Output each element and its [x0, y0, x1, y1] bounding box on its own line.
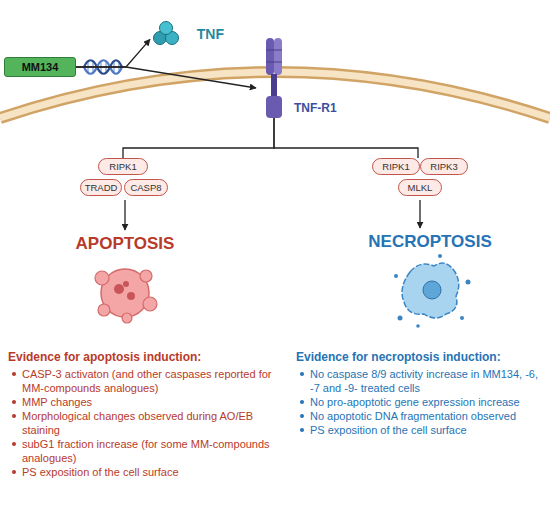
- protein-pill: RIPK1: [372, 158, 420, 175]
- bullet-text: Morphological changes observed during AO…: [22, 410, 253, 436]
- evidence-heading: Evidence for apoptosis induction:: [8, 350, 290, 364]
- bullet-item: PS exposition of the cell surface: [296, 423, 546, 437]
- node-text: RIPK3: [430, 161, 457, 172]
- cell-bleb: [143, 297, 157, 311]
- cell-bleb: [95, 271, 109, 285]
- tnf-icon: [154, 22, 179, 45]
- bullet-dot: [12, 442, 16, 446]
- nuclear-fragment: [123, 281, 129, 287]
- cell-bleb: [122, 313, 132, 323]
- protein-pill: TRADD: [80, 179, 122, 196]
- protein-pill: RIPK3: [420, 158, 468, 175]
- dna-strand: [84, 60, 122, 74]
- node-text: RIPK1: [109, 161, 136, 172]
- bullet-text: CASP-3 activaton (and other caspases rep…: [22, 368, 271, 394]
- dna-helix: [84, 60, 122, 74]
- connector-arrow: [76, 67, 256, 88]
- node-text: TNF-R1: [294, 101, 337, 115]
- cell-debris: [416, 324, 420, 328]
- nuclear-fragment: [127, 292, 135, 300]
- receptor-icon: [266, 38, 282, 118]
- flow-arrow: [124, 200, 125, 230]
- cell-debris: [466, 280, 471, 285]
- cell-bleb: [98, 304, 110, 316]
- cell-debris: [460, 316, 464, 320]
- bullet-text: No apoptotic DNA fragmentation observed: [310, 410, 516, 422]
- node-text: MM134: [22, 61, 59, 73]
- cell-membrane-inner: [0, 72, 550, 118]
- bullet-item: MMP changes: [8, 395, 290, 409]
- node-text: CASP8: [130, 182, 161, 193]
- bullet-item: Morphological changes observed during AO…: [8, 409, 290, 437]
- cell-bleb: [140, 270, 152, 282]
- cell-nucleus: [423, 281, 441, 299]
- bullet-dot: [300, 400, 304, 404]
- bullet-dot: [12, 372, 16, 376]
- cell-debris: [398, 316, 403, 321]
- bullet-item: No pro-apoptotic gene expression increas…: [296, 395, 546, 409]
- bullet-item: No apoptotic DNA fragmentation observed: [296, 409, 546, 423]
- node-text: MLKL: [408, 182, 433, 193]
- bullet-text: No caspase 8/9 activity increase in MM13…: [310, 368, 538, 394]
- bullet-dot: [300, 414, 304, 418]
- outcome-title: APOPTOSIS: [45, 234, 205, 254]
- bullet-item: PS exposition of the cell surface: [8, 465, 290, 479]
- bullet-dot: [300, 372, 304, 376]
- bullet-text: PS exposition of the cell surface: [22, 466, 179, 478]
- protein-pill: MLKL: [398, 179, 442, 196]
- node-text: TRADD: [85, 182, 118, 193]
- node-text: TNF: [197, 26, 224, 42]
- bullet-item: CASP-3 activaton (and other caspases rep…: [8, 367, 290, 395]
- bullet-dot: [300, 428, 304, 432]
- apoptotic-cell: [95, 269, 157, 323]
- bullet-dot: [12, 414, 16, 418]
- dna-strand: [84, 60, 122, 74]
- evidence-heading: Evidence for necroptosis induction:: [296, 350, 546, 364]
- bullet-dot: [12, 400, 16, 404]
- receptor-intracellular: [266, 96, 282, 118]
- connector-arrow: [274, 118, 418, 158]
- cell-membrane: [0, 72, 550, 118]
- flow-arrow: [419, 200, 420, 228]
- receptor-domain: [274, 38, 282, 75]
- outcome-title: NECROPTOSIS: [345, 232, 515, 252]
- bullet-text: MMP changes: [22, 396, 92, 408]
- bullet-text: subG1 fraction increase (for some MM-com…: [22, 438, 270, 464]
- receptor-domain: [266, 38, 274, 75]
- node-text: RIPK1: [382, 161, 409, 172]
- tnf-subunit: [160, 22, 173, 35]
- compound-box: MM134: [4, 57, 76, 77]
- cell-debris: [438, 254, 442, 258]
- receptor-box: TNF-R1: [256, 32, 348, 118]
- ligand-label-box: TNF: [150, 16, 224, 52]
- receptor-band: [266, 50, 282, 51]
- bullet-item: No caspase 8/9 activity increase in MM13…: [296, 367, 546, 395]
- evidence-column: Evidence for apoptosis induction: CASP-3 …: [8, 350, 290, 479]
- nuclear-fragment: [114, 284, 124, 294]
- bullet-text: No pro-apoptotic gene expression increas…: [310, 396, 520, 408]
- connector-arrow: [123, 118, 274, 158]
- receptor-band: [266, 62, 282, 63]
- evidence-column: Evidence for necroptosis induction: No ca…: [296, 350, 546, 437]
- connector-arrow: [76, 39, 150, 67]
- cell-debris: [394, 274, 398, 278]
- cell-body: [402, 263, 459, 318]
- protein-pill: RIPK1: [98, 158, 148, 175]
- bullet-text: PS exposition of the cell surface: [310, 424, 467, 436]
- bullet-item: subG1 fraction increase (for some MM-com…: [8, 437, 290, 465]
- bullet-dot: [12, 470, 16, 474]
- protein-pill: CASP8: [124, 179, 168, 196]
- necroptotic-cell: [394, 254, 471, 328]
- receptor-transmembrane: [271, 74, 277, 97]
